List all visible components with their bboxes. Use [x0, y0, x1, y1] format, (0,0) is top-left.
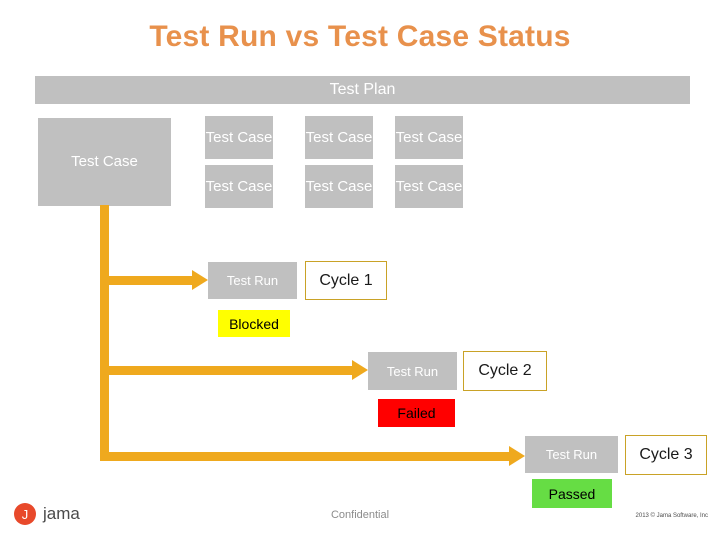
- test-case-grid-box: Test Case: [395, 165, 463, 208]
- cycle-label: Cycle 1: [319, 271, 373, 289]
- arrow-head-icon: [192, 270, 208, 290]
- cycle-label: Cycle 3: [639, 446, 693, 463]
- connector-branch-cycle-1: [100, 276, 193, 285]
- test-run-box-cycle-3: Test Run: [525, 436, 618, 473]
- test-run-label: Test Run: [545, 447, 598, 462]
- test-case-grid-box: Test Case: [305, 116, 373, 159]
- status-label: Passed: [548, 485, 596, 502]
- connector-branch-cycle-3: [100, 452, 510, 461]
- jama-logo-mark-icon: J: [14, 503, 36, 525]
- cycle-label: Cycle 2: [478, 362, 532, 379]
- test-case-grid-box: Test Case: [205, 116, 273, 159]
- arrow-head-icon: [352, 360, 368, 380]
- test-case-main-label: Test Case: [71, 153, 138, 171]
- test-run-box-cycle-2: Test Run: [368, 352, 457, 390]
- cycle-box-3: Cycle 3: [625, 435, 707, 475]
- footer-confidential-label: Confidential: [330, 509, 390, 521]
- test-case-grid-box: Test Case: [205, 165, 273, 208]
- connector-branch-cycle-2: [100, 366, 353, 375]
- cycle-box-2: Cycle 2: [463, 351, 547, 391]
- test-run-label: Test Run: [386, 363, 439, 379]
- jama-logo: J jama: [14, 503, 80, 525]
- jama-logo-wordmark: jama: [43, 504, 80, 523]
- connector-vertical-line: [100, 205, 109, 461]
- status-badge-blocked: Blocked: [218, 310, 290, 337]
- test-case-grid-label: Test Case: [205, 177, 273, 195]
- test-case-grid-label: Test Case: [395, 128, 463, 146]
- test-case-grid-box: Test Case: [395, 116, 463, 159]
- test-run-box-cycle-1: Test Run: [208, 262, 297, 299]
- test-case-grid-label: Test Case: [305, 128, 373, 146]
- status-label: Blocked: [229, 315, 279, 332]
- arrow-head-icon: [509, 446, 525, 466]
- test-case-grid-label: Test Case: [205, 128, 273, 146]
- test-plan-label: Test Plan: [329, 81, 396, 98]
- status-badge-failed: Failed: [378, 399, 455, 427]
- footer-copyright: 2013 © Jama Software, Inc: [635, 513, 708, 519]
- status-label: Failed: [397, 405, 436, 421]
- test-case-grid-label: Test Case: [305, 177, 373, 195]
- page-title: Test Run vs Test Case Status: [149, 20, 571, 53]
- test-case-grid-box: Test Case: [305, 165, 373, 208]
- test-case-grid-label: Test Case: [395, 177, 463, 195]
- test-plan-banner: Test Plan: [35, 76, 690, 104]
- cycle-box-1: Cycle 1: [305, 261, 387, 300]
- status-badge-passed: Passed: [532, 479, 612, 508]
- test-case-main-box: Test Case: [38, 118, 171, 206]
- test-run-label: Test Run: [226, 273, 279, 288]
